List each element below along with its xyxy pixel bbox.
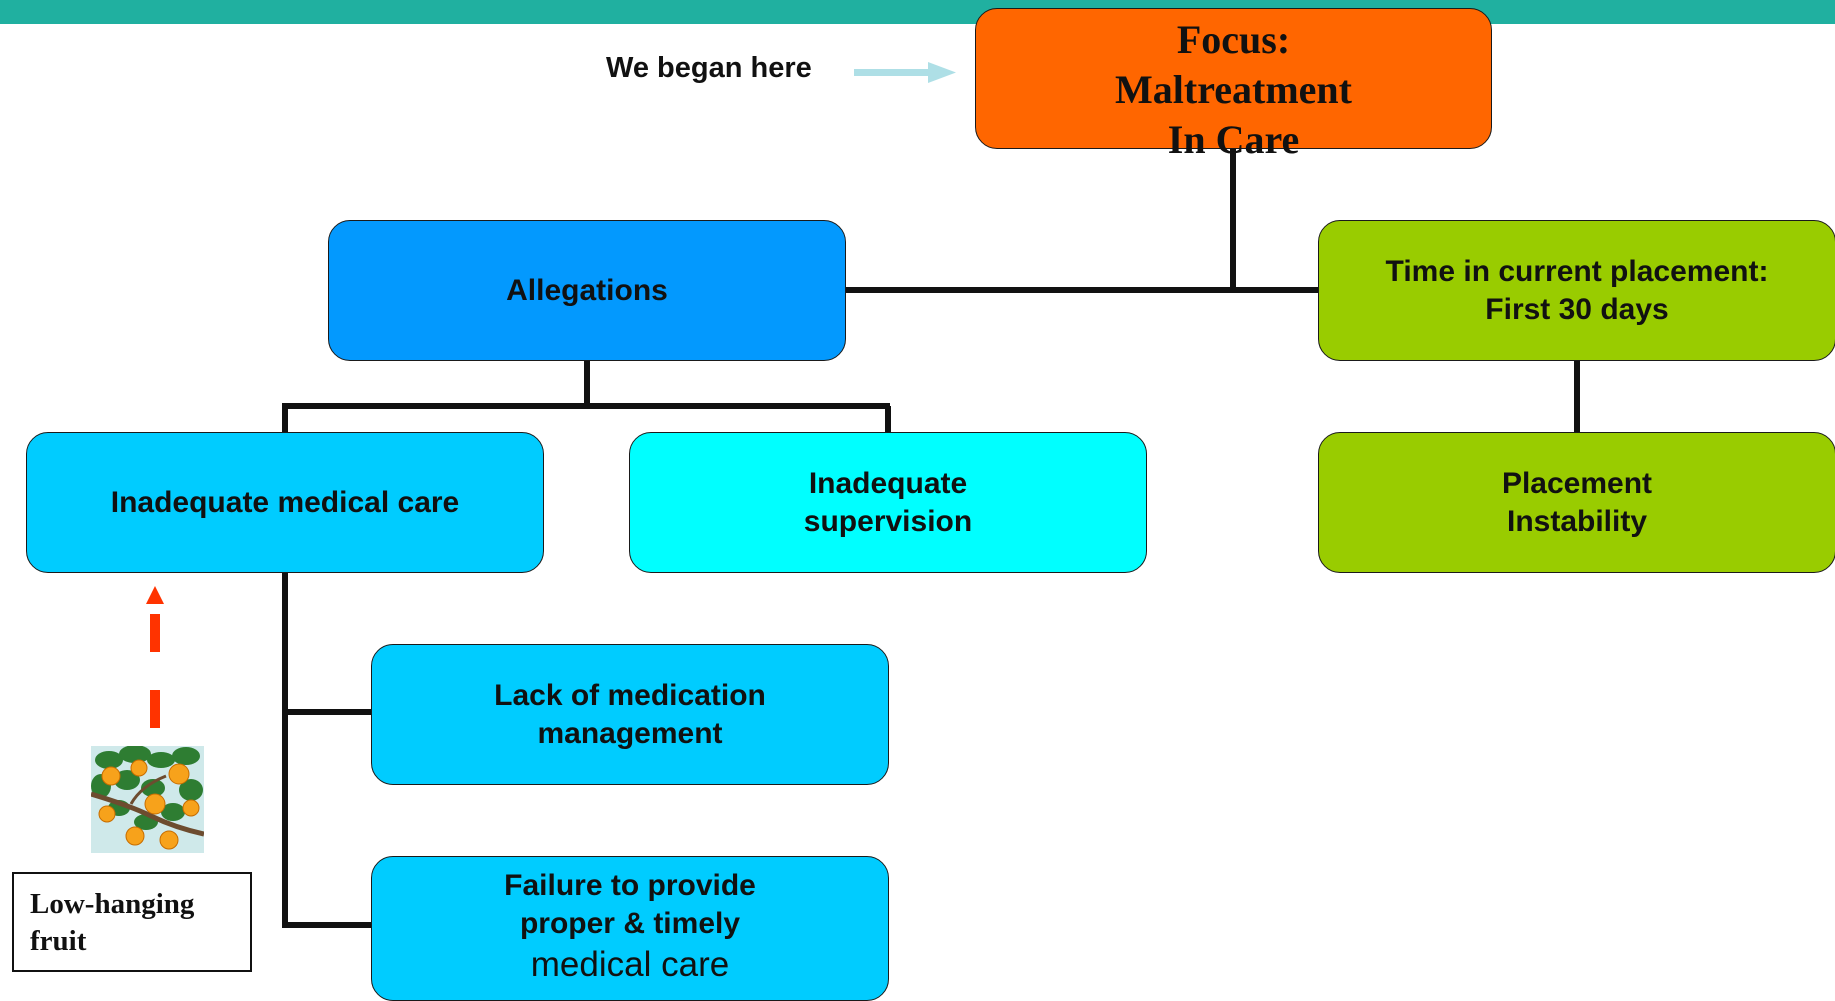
failure-line-3: medical care (530, 945, 730, 984)
inadequate-supervision-box: Inadequate supervision (629, 432, 1147, 573)
placement-instability-box: Placement Instability (1318, 432, 1835, 573)
failure-line-1: Failure to provide (504, 869, 756, 902)
low-hanging-line-2: fruit (30, 925, 87, 957)
dashed-up-arrow (146, 586, 164, 728)
failure-line-2: proper & timely (519, 907, 741, 940)
allegations-label: Allegations (506, 273, 668, 307)
instability-line-1: Placement (1501, 466, 1653, 500)
focus-line-1: Focus: (1176, 17, 1291, 62)
low-hanging-fruit-label: Low-hanging fruit (12, 872, 252, 972)
orange-tree-image (91, 746, 204, 853)
failure-to-provide-box: Failure to provide proper & timely medic… (371, 856, 889, 1001)
low-hanging-line-1: Low-hanging (30, 888, 195, 920)
inadequate-medical-label: Inadequate medical care (110, 485, 460, 519)
focus-line-3: In Care (1167, 117, 1300, 162)
supervision-line-1: Inadequate (808, 466, 968, 500)
focus-box: Focus: Maltreatment In Care (975, 8, 1492, 162)
began-here-label: We began here (606, 52, 812, 84)
inadequate-medical-care-box: Inadequate medical care (26, 432, 544, 573)
supervision-line-2: supervision (803, 504, 973, 538)
instability-line-2: Instability (1506, 504, 1648, 538)
time-line-1: Time in current placement: (1385, 254, 1769, 288)
top-accent-bar (0, 0, 1835, 24)
began-arrow (854, 62, 956, 83)
lack-line-1: Lack of medication (494, 678, 766, 712)
allegations-box: Allegations (328, 220, 846, 361)
focus-line-2: Maltreatment (1115, 67, 1352, 112)
lack-line-2: management (537, 716, 723, 750)
time-line-2: First 30 days (1485, 292, 1669, 326)
time-in-placement-box: Time in current placement: First 30 days (1318, 220, 1835, 361)
lack-of-medication-box: Lack of medication management (371, 644, 889, 785)
